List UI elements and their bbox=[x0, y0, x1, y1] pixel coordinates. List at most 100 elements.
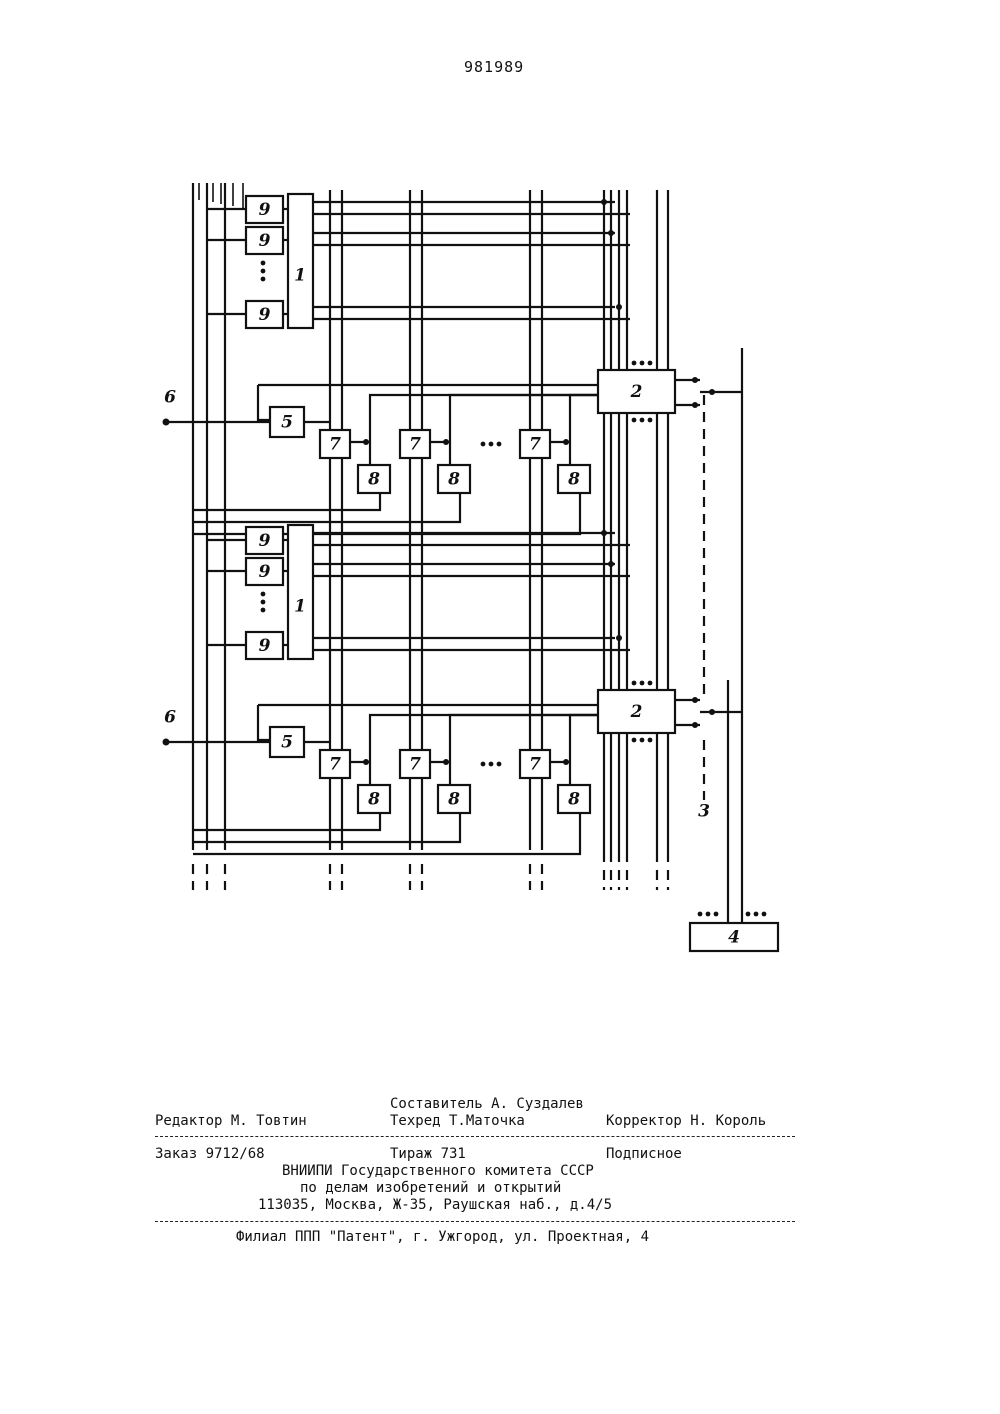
ellipsis-dot bbox=[640, 681, 645, 686]
wire bbox=[193, 493, 380, 510]
trigger-block-label: 8 bbox=[447, 470, 460, 490]
wire bbox=[193, 493, 460, 522]
ellipsis-dot bbox=[481, 442, 486, 447]
junction-dot bbox=[363, 759, 369, 765]
register-block bbox=[288, 194, 313, 328]
imprint-org-line2: по делам изобретений и открытий bbox=[300, 1180, 561, 1196]
junction-dot bbox=[363, 439, 369, 445]
wire bbox=[193, 813, 580, 854]
ellipsis-dot bbox=[261, 261, 266, 266]
ellipsis-dot bbox=[648, 738, 653, 743]
switch-unit-block-label: 2 bbox=[630, 382, 643, 402]
gate-block-label: 7 bbox=[329, 435, 341, 455]
junction-dot bbox=[709, 709, 715, 715]
divider bbox=[155, 1136, 795, 1137]
trigger-block-label: 8 bbox=[367, 790, 380, 810]
ellipsis-dot bbox=[746, 912, 751, 917]
junction-dot bbox=[608, 561, 614, 567]
junction-dot bbox=[601, 530, 607, 536]
trigger-block-label: 8 bbox=[367, 470, 380, 490]
ellipsis-dot bbox=[648, 361, 653, 366]
control-block-label: 5 bbox=[281, 413, 293, 433]
wire bbox=[193, 813, 380, 830]
ellipsis-dot bbox=[706, 912, 711, 917]
junction-dot bbox=[709, 389, 715, 395]
ellipsis-dot bbox=[714, 912, 719, 917]
control-block-label: 5 bbox=[281, 733, 293, 753]
junction-dot bbox=[163, 419, 170, 426]
imprint-editor: Редактор М. Товтин bbox=[155, 1113, 307, 1129]
junction-dot bbox=[608, 230, 614, 236]
gate-block-label: 7 bbox=[529, 435, 541, 455]
divider bbox=[155, 1221, 795, 1222]
gate-block-label: 7 bbox=[529, 755, 541, 775]
ellipsis-dot bbox=[762, 912, 767, 917]
junction-dot bbox=[692, 722, 698, 728]
processor-block-label: 4 bbox=[728, 928, 740, 948]
trigger-block-label: 8 bbox=[447, 790, 460, 810]
switch-unit-block-label: 2 bbox=[630, 702, 643, 722]
imprint-tech-editor: Техред Т.Маточка bbox=[390, 1113, 525, 1129]
junction-dot bbox=[616, 635, 622, 641]
memory-cell-block-label: 9 bbox=[259, 200, 271, 220]
ellipsis-dot bbox=[648, 418, 653, 423]
junction-dot bbox=[443, 759, 449, 765]
imprint-subscription: Подписное bbox=[606, 1146, 682, 1162]
ellipsis-dot bbox=[632, 681, 637, 686]
ellipsis-dot bbox=[640, 361, 645, 366]
ellipsis-dot bbox=[640, 738, 645, 743]
ellipsis-dot bbox=[489, 442, 494, 447]
memory-cell-block-label: 9 bbox=[259, 305, 271, 325]
gate-block-label: 7 bbox=[409, 755, 421, 775]
ellipsis-dot bbox=[632, 738, 637, 743]
junction-dot bbox=[601, 199, 607, 205]
imprint-org-line1: ВНИИПИ Государственного комитета СССР bbox=[282, 1163, 594, 1179]
ellipsis-dot bbox=[497, 442, 502, 447]
imprint-branch: Филиал ППП "Патент", г. Ужгород, ул. Про… bbox=[236, 1229, 649, 1245]
wire bbox=[258, 385, 270, 420]
ellipsis-dot bbox=[698, 912, 703, 917]
trigger-block-label: 8 bbox=[567, 470, 580, 490]
memory-cell-block-label: 9 bbox=[259, 636, 271, 656]
register-block bbox=[288, 525, 313, 659]
ellipsis-dot bbox=[261, 600, 266, 605]
junction-dot bbox=[692, 402, 698, 408]
ellipsis-dot bbox=[261, 277, 266, 282]
wire bbox=[193, 813, 460, 842]
ellipsis-dot bbox=[489, 762, 494, 767]
junction-dot bbox=[692, 697, 698, 703]
junction-dot bbox=[616, 304, 622, 310]
ellipsis-dot bbox=[497, 762, 502, 767]
memory-cell-block-label: 9 bbox=[259, 531, 271, 551]
bus-label: 3 bbox=[698, 802, 710, 822]
ellipsis-dot bbox=[261, 269, 266, 274]
memory-cell-block-label: 9 bbox=[259, 231, 271, 251]
ellipsis-dot bbox=[632, 361, 637, 366]
register-label: 1 bbox=[294, 266, 306, 286]
circuit-schematic: 9 9 9 1 5 6 2 7 8 7 8 7 8 9 9 9 1 5 6 2 7 8 7 8 7 8 4 3 bbox=[0, 0, 1000, 1000]
ellipsis-dot bbox=[632, 418, 637, 423]
imprint-address: 113035, Москва, Ж-35, Раушская наб., д.4… bbox=[258, 1197, 612, 1213]
memory-cell-block-label: 9 bbox=[259, 562, 271, 582]
ellipsis-dot bbox=[481, 762, 486, 767]
junction-dot bbox=[443, 439, 449, 445]
input-label: 6 bbox=[164, 388, 176, 408]
input-label: 6 bbox=[164, 708, 176, 728]
ellipsis-dot bbox=[754, 912, 759, 917]
wire bbox=[570, 715, 600, 762]
ellipsis-dot bbox=[648, 681, 653, 686]
junction-dot bbox=[563, 759, 569, 765]
trigger-block-label: 8 bbox=[567, 790, 580, 810]
imprint-compiler: Составитель А. Суздалев bbox=[390, 1096, 584, 1112]
gate-block-label: 7 bbox=[409, 435, 421, 455]
register-label: 1 bbox=[294, 597, 306, 617]
wire bbox=[570, 395, 600, 442]
gate-block-label: 7 bbox=[329, 755, 341, 775]
junction-dot bbox=[692, 377, 698, 383]
wire bbox=[258, 705, 270, 740]
imprint-proofreader: Корректор Н. Король bbox=[606, 1113, 766, 1129]
junction-dot bbox=[163, 739, 170, 746]
junction-dot bbox=[563, 439, 569, 445]
ellipsis-dot bbox=[261, 592, 266, 597]
imprint-circulation: Тираж 731 bbox=[390, 1146, 466, 1162]
